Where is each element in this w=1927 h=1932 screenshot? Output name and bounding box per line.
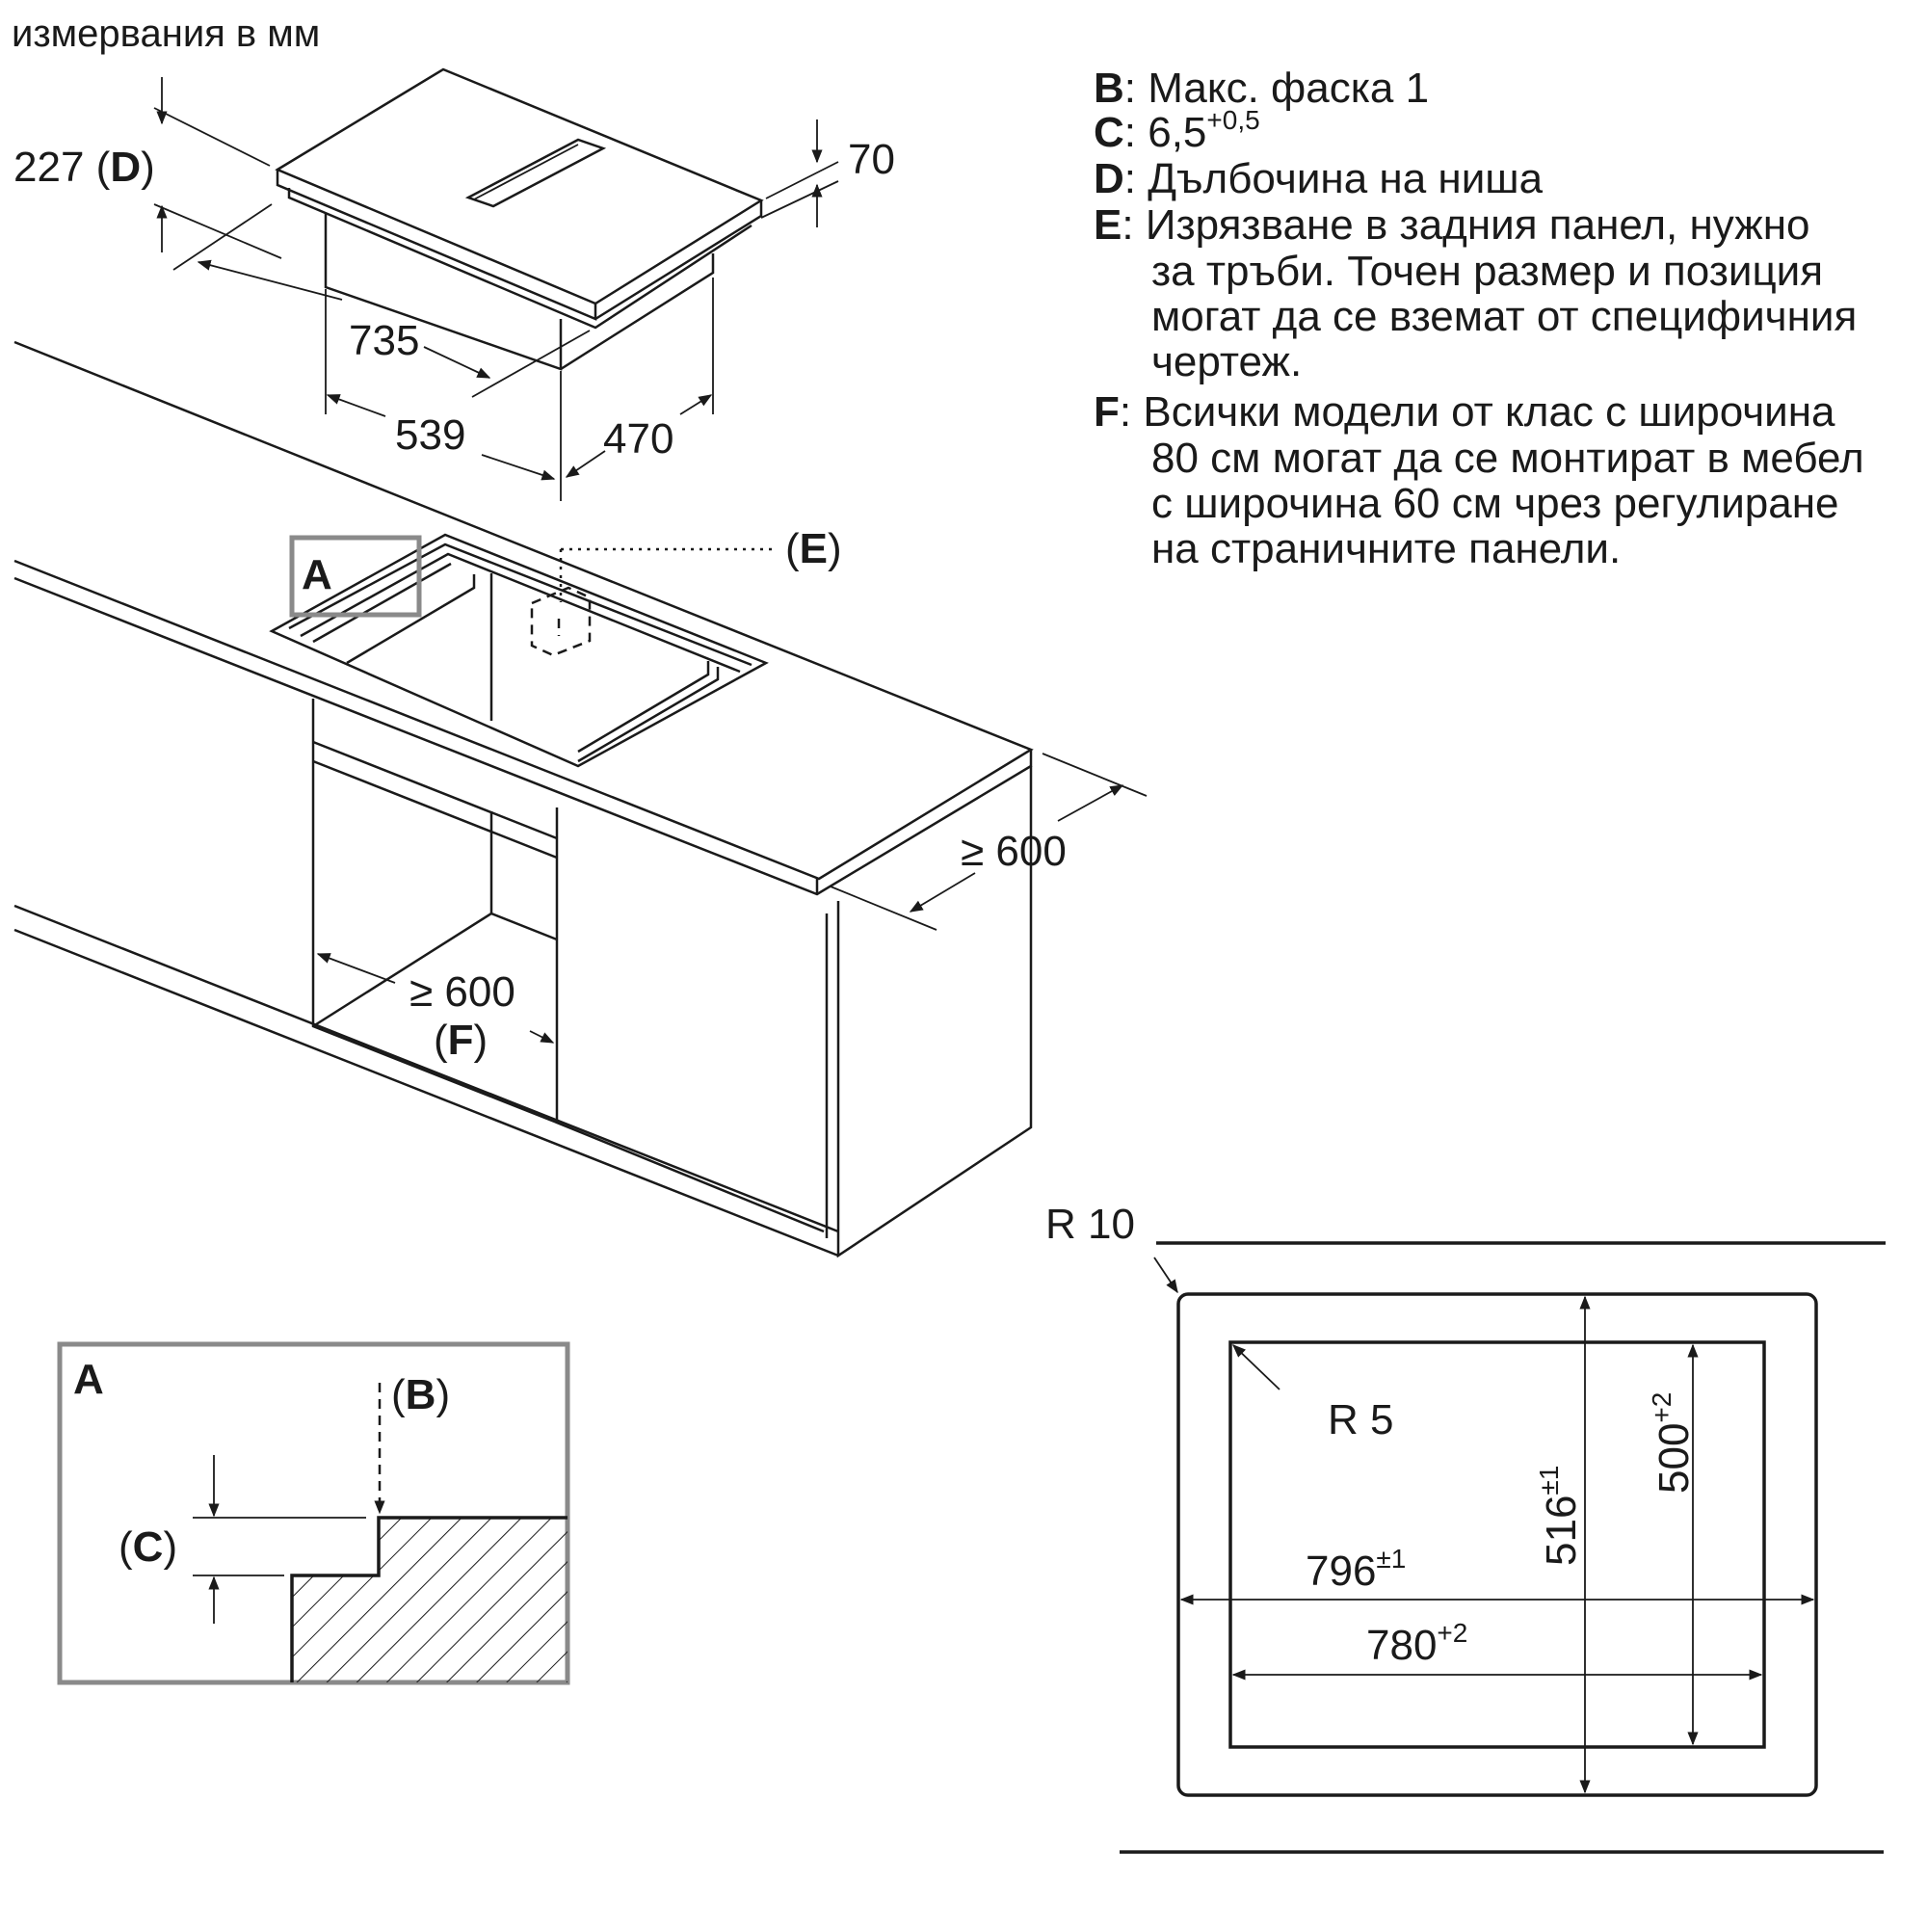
hob-box-depth-label: 470	[603, 415, 673, 463]
dim-arrow	[197, 259, 343, 301]
inner-cutout	[1228, 1340, 1766, 1749]
cabinet-depth-label: ≥ 600	[961, 828, 1067, 875]
worktop-cutout	[269, 533, 769, 768]
dim-arrow	[326, 394, 386, 417]
outer-width-label: 796±1	[1306, 1544, 1406, 1595]
hob-depth-label: 227 (D)	[13, 144, 155, 191]
cutout-inner-left	[346, 574, 476, 665]
detail-c-label: (C)	[119, 1523, 177, 1571]
cabinet-door	[555, 807, 825, 1233]
hob-width-label: 735	[349, 317, 419, 364]
cutout-inner-right	[577, 661, 710, 754]
worktop-front-edge	[13, 576, 1033, 896]
hob-height-label: 70	[848, 136, 895, 183]
legend-f-line3: с широчина 60 см чрез регулиране	[1151, 480, 1839, 527]
pipe-opening	[530, 586, 592, 657]
detail-b-label: (B)	[391, 1371, 450, 1418]
outer-radius-label: R 10	[1045, 1201, 1135, 1248]
hob-box-front	[324, 214, 563, 371]
dim-arrow	[529, 1030, 555, 1044]
dim-arrow	[1057, 784, 1124, 822]
hob-top-side-edge	[594, 200, 763, 321]
niche-floor-diagonal	[312, 912, 492, 1028]
dim-arrow	[565, 450, 606, 478]
legend-b: B: Макс. фаска 1	[1094, 65, 1429, 112]
hob-box-width-label: 539	[395, 411, 465, 459]
legend-f: F: Всички модели от клас с широчина	[1094, 388, 1835, 436]
hob-frame-edge	[287, 188, 752, 330]
dim-arrow	[679, 394, 713, 415]
legend-e-line2: за тръби. Точен размер и позиция	[1151, 248, 1823, 295]
hob-vent-slot	[464, 138, 607, 208]
dim-arrow	[909, 872, 976, 913]
legend-e-line4: чертеж.	[1151, 338, 1302, 385]
hob-top-front-edge	[276, 170, 597, 321]
cabinet-width-note: (F)	[434, 1017, 488, 1064]
inner-radius-label: R 5	[1328, 1396, 1393, 1443]
detail-a-marker: A	[302, 551, 332, 598]
outer-height-label: 516±1	[1534, 1466, 1585, 1566]
hob-top-surface	[275, 67, 764, 305]
inner-height-label: 500+2	[1647, 1392, 1698, 1494]
dim-arrow	[481, 454, 556, 481]
dim-arrow	[316, 953, 396, 984]
dim-arrow	[1231, 1344, 1280, 1390]
detail-a-callout	[289, 535, 422, 618]
legend-d: D: Дълбочина на ниша	[1094, 155, 1544, 202]
cutout-e-label: (E)	[785, 525, 842, 572]
plinth-line	[13, 928, 839, 1257]
units-label: измервания в мм	[12, 13, 320, 55]
detail-a: A (C) (B)	[57, 1341, 570, 1685]
cabinet-drawing: (E) A ≥ 600 ≥ 600 (F)	[13, 340, 1148, 1258]
niche-back-wall	[489, 811, 558, 941]
legend-e-line3: могат да се вземат от специфичния	[1151, 293, 1857, 340]
worktop-top	[13, 340, 1034, 881]
legend: B: Макс. фаска 1 C: 6,5+0,5 D: Дълбочина…	[1094, 65, 1864, 572]
legend-e: E: Изрязване в задния панел, нужно	[1094, 201, 1810, 249]
inner-width-label: 780+2	[1366, 1618, 1467, 1669]
hob-box-side	[560, 253, 715, 371]
legend-c: C: 6,5+0,5	[1094, 105, 1260, 156]
cutout-drawing: R 10 R 5 796±1 780+2 516±1 500+2	[1045, 1201, 1886, 1854]
worktop-section-edge	[290, 1516, 568, 1682]
dim-arrow	[423, 346, 491, 379]
legend-f-line2: 80 см могат да се монтират в мебел	[1151, 435, 1864, 482]
detail-a-title: A	[73, 1356, 104, 1403]
plinth-line	[13, 904, 839, 1233]
outer-cutout	[1176, 1292, 1818, 1797]
legend-f-line4: на страничните панели.	[1151, 525, 1621, 572]
worktop-section	[292, 1518, 568, 1682]
cabinet-width-label: ≥ 600	[409, 968, 515, 1016]
hob-drawing: 227 (D) 70 735 539 470	[13, 67, 895, 501]
niche-top-rail	[312, 740, 558, 840]
dim-arrow	[1153, 1257, 1178, 1294]
cabinet-side	[836, 766, 1033, 1258]
